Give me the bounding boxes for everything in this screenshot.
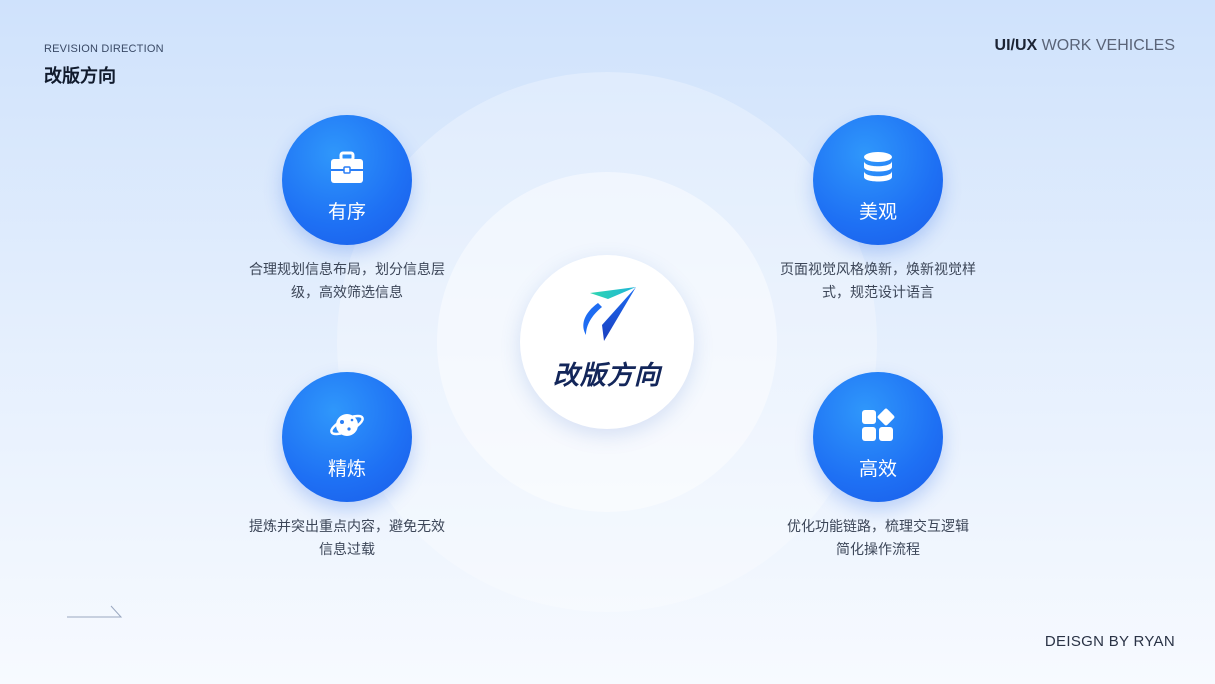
feature-beautiful: 美观 — [813, 115, 943, 245]
feature-label: 有序 — [327, 201, 366, 223]
feature-efficient: 高效 — [813, 372, 943, 502]
desc-line: 简化操作流程 — [836, 542, 920, 558]
briefcase-icon — [331, 151, 363, 183]
feature-description: 优化功能链路，梳理交互逻辑 简化操作流程 — [763, 516, 993, 562]
feature-refined: 精炼 — [282, 372, 412, 502]
feature-label: 高效 — [858, 458, 897, 480]
desc-line: 合理规划信息布局，划分信息层 — [249, 262, 445, 278]
paper-plane-logo-icon — [583, 287, 636, 341]
center-circle — [520, 255, 694, 429]
brand-label: UI/UX WORK VEHICLES — [995, 37, 1175, 55]
desc-line: 优化功能链路，梳理交互逻辑 — [787, 519, 969, 535]
desc-line: 式，规范设计语言 — [822, 285, 934, 301]
feature-label: 美观 — [858, 201, 897, 223]
feature-orderly: 有序 — [282, 115, 412, 245]
design-credit: DEISGN BY RYAN — [1044, 633, 1175, 650]
database-stack-icon — [864, 152, 892, 182]
center-label: 改版方向 — [552, 361, 661, 391]
feature-description: 页面视觉风格焕新，焕新视觉样 式，规范设计语言 — [763, 259, 993, 305]
brand-strong: UI/UX — [994, 37, 1038, 54]
brand-rest: WORK VEHICLES — [1041, 37, 1175, 54]
feature-label: 精炼 — [327, 458, 366, 480]
decorative-arrow-line — [67, 605, 123, 618]
desc-line: 提炼并突出重点内容，避免无效 — [249, 519, 445, 535]
desc-line: 级，高效筛选信息 — [291, 285, 403, 301]
section-subtitle: REVISION DIRECTION — [44, 43, 164, 55]
desc-line: 页面视觉风格焕新，焕新视觉样 — [780, 262, 976, 278]
planet-icon — [330, 414, 364, 436]
app-grid-icon — [862, 408, 895, 441]
page-title: 改版方向 — [44, 66, 116, 87]
desc-line: 信息过载 — [319, 542, 375, 558]
feature-description: 提炼并突出重点内容，避免无效 信息过载 — [232, 516, 462, 562]
feature-description: 合理规划信息布局，划分信息层 级，高效筛选信息 — [232, 259, 462, 305]
